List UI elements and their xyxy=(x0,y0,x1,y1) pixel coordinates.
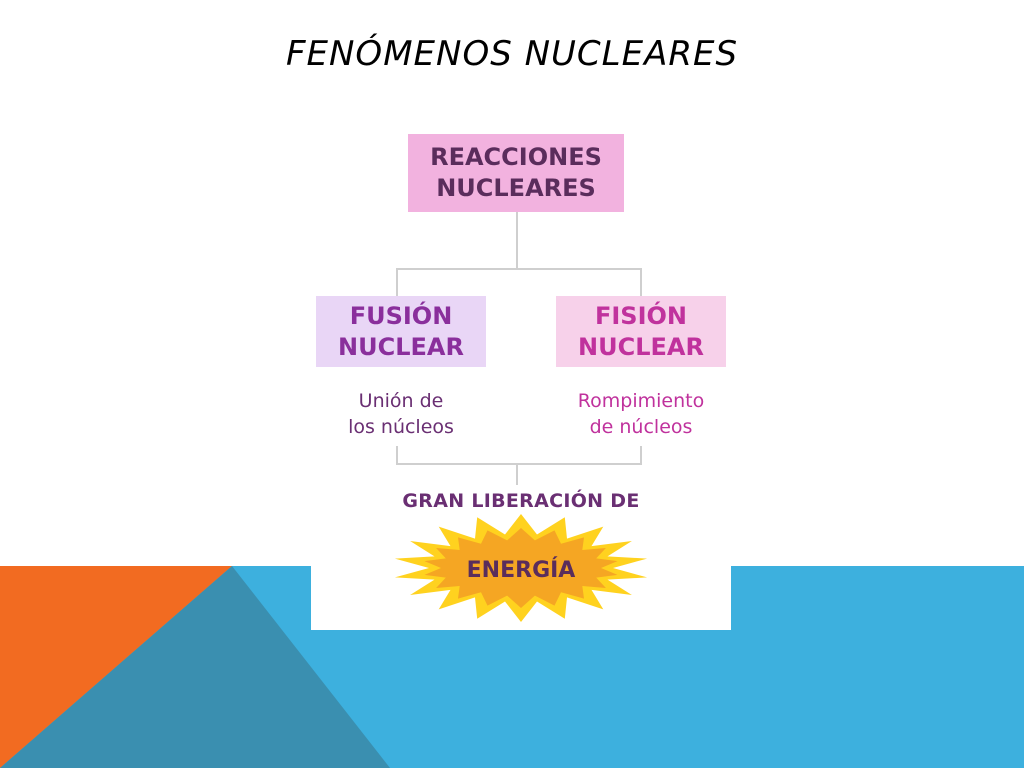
fusion-description: Unión de los núcleos xyxy=(321,388,481,440)
fusion-line-1: FUSIÓN xyxy=(349,301,453,330)
slide-title: FENÓMENOS NUCLEARES xyxy=(285,34,739,74)
fision-line-2: NUCLEAR xyxy=(578,332,704,361)
fision-connector xyxy=(640,268,642,296)
root-line-1: REACCIONES xyxy=(430,143,602,171)
root-connector xyxy=(516,212,518,270)
result-connector xyxy=(516,463,518,485)
result-label: GRAN LIBERACIÓN DE xyxy=(402,490,640,512)
root-line-2: NUCLEARES xyxy=(436,174,596,202)
fusion-box: FUSIÓN NUCLEAR xyxy=(316,296,486,367)
fision-desc-line-1: Rompimiento xyxy=(577,390,705,412)
fusion-connector xyxy=(396,268,398,296)
starburst-inner xyxy=(424,528,618,608)
merge-left-connector xyxy=(396,446,398,464)
fusion-line-2: NUCLEAR xyxy=(338,332,464,361)
starburst-icon xyxy=(394,514,648,622)
fision-desc-line-2: de núcleos xyxy=(589,416,693,438)
fision-box: FISIÓN NUCLEAR xyxy=(556,296,726,367)
steel-blue-triangle xyxy=(0,566,390,768)
root-box: REACCIONES NUCLEARES xyxy=(408,134,624,212)
fusion-desc-line-1: Unión de xyxy=(358,390,444,412)
merge-connector xyxy=(396,463,642,465)
merge-right-connector xyxy=(640,446,642,464)
fision-description: Rompimiento de núcleos xyxy=(551,388,731,440)
fusion-desc-line-2: los núcleos xyxy=(348,416,454,438)
fision-line-1: FISIÓN xyxy=(594,301,688,330)
nuclear-reactions-diagram: REACCIONES NUCLEARES FUSIÓN NUCLEAR FISI… xyxy=(311,128,731,630)
energy-word: ENERGÍA xyxy=(466,558,576,583)
branch-connector xyxy=(396,268,642,270)
